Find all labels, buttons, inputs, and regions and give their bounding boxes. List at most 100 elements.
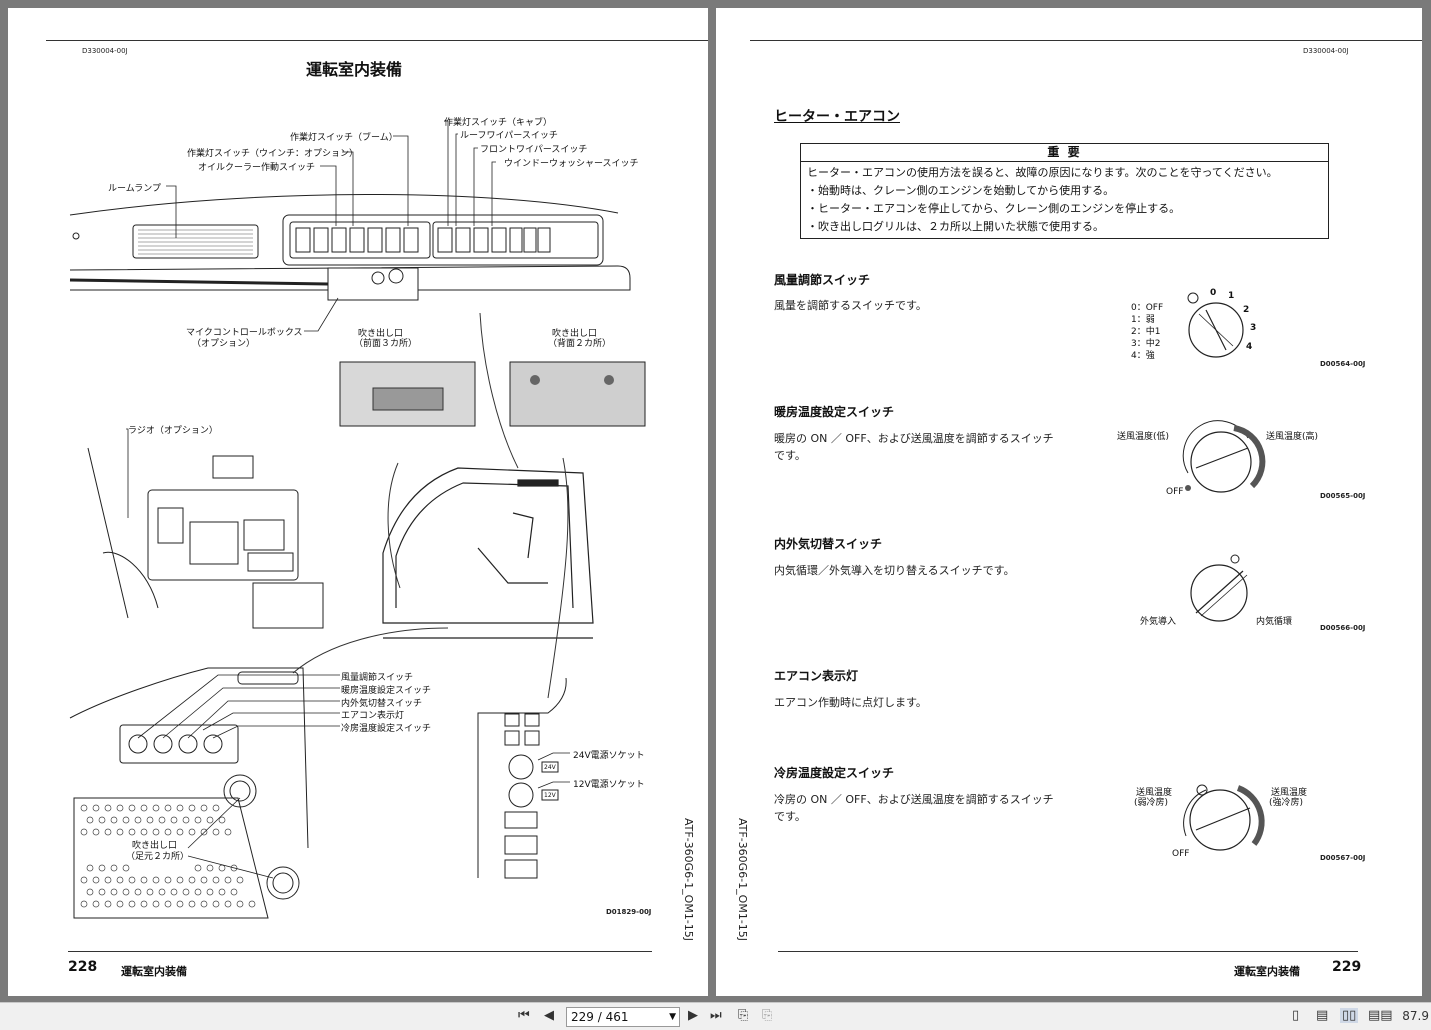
important-notice: 重 要 ヒーター・エアコンの使用方法を誤ると、故障の原因になります。次のことを守… xyxy=(800,143,1329,239)
label-air-switch: 内外気切替スイッチ xyxy=(341,699,423,709)
right-page: D330004-00J ヒーター・エアコン 重 要 ヒーター・エアコンの使用方法… xyxy=(716,8,1422,996)
cool-weak-label-sub: (弱冷房) xyxy=(1134,798,1169,808)
fan-legend: 4：強 xyxy=(1131,351,1155,361)
chevron-down-icon[interactable]: ▼ xyxy=(669,1012,676,1022)
prev-page-icon[interactable]: ◀ xyxy=(544,1008,554,1023)
label-fan-switch: 風量調節スイッチ xyxy=(341,673,414,683)
heat-high-label: 送風温度(高) xyxy=(1266,432,1319,442)
footer-title: 運転室内装備 xyxy=(1234,965,1300,978)
important-line: ・吹き出し口グリルは、２カ所以上開いた状態で使用する。 xyxy=(807,220,1104,233)
socket-panel-drawing xyxy=(477,677,567,879)
page-indicator: 229 / 461 xyxy=(571,1010,629,1024)
page-title: 運転室内装備 xyxy=(306,60,403,79)
fan-mark: 2 xyxy=(1243,305,1250,315)
label-micro-box: マイクコントロールボックス xyxy=(186,328,303,338)
console-drawing xyxy=(87,447,324,629)
heat-off-label: OFF xyxy=(1166,487,1184,497)
figure-code: D00564-00J xyxy=(1320,360,1366,368)
side-code: ATF-360G6-1_OM1-15J xyxy=(682,818,695,942)
important-line: ヒーター・エアコンの使用方法を誤ると、故障の原因になります。次のことを守ってくだ… xyxy=(807,166,1278,179)
section-heading: 冷房温度設定スイッチ xyxy=(774,766,895,780)
fan-mark: 3 xyxy=(1250,323,1257,333)
footer-rule xyxy=(778,951,1358,952)
cool-strong-label-sub: (強冷房) xyxy=(1269,798,1304,808)
fan-legend: 2：中1 xyxy=(1131,327,1161,337)
zoom-level[interactable]: 87.9 xyxy=(1402,1009,1429,1023)
page-number: 228 xyxy=(68,959,98,975)
next-page-icon[interactable]: ▶ xyxy=(688,1008,698,1023)
section-heading: 風量調節スイッチ xyxy=(774,273,871,287)
single-page-view-icon[interactable]: ▯ xyxy=(1292,1008,1300,1023)
page-number-input[interactable]: 229 / 461 ▼ xyxy=(566,1007,680,1027)
important-heading: 重 要 xyxy=(801,144,1328,162)
cool-off-label: OFF xyxy=(1172,849,1190,859)
figure-code: D00566-00J xyxy=(1320,624,1366,632)
label-room-lamp: ルームランプ xyxy=(108,184,162,194)
label-ac-lamp: エアコン表示灯 xyxy=(341,711,405,721)
heat-low-label: 送風温度(低) xyxy=(1117,432,1170,442)
section-heading: 内外気切替スイッチ xyxy=(774,537,883,551)
continuous-facing-view-icon[interactable]: ▤▤ xyxy=(1368,1008,1393,1023)
section-text: 冷房の ON ／ OFF、および送風温度を調節するスイッチです。 xyxy=(774,793,1054,823)
label-socket-24v: 24V電源ソケット xyxy=(573,751,645,761)
important-line: ・ヒーター・エアコンを停止してから、クレーン側のエンジンを停止する。 xyxy=(807,202,1181,215)
figure-code: D01829-00J xyxy=(606,908,652,916)
section-heading: 暖房温度設定スイッチ xyxy=(774,405,895,419)
footer-rule xyxy=(68,951,652,952)
label-vent-foot: 吹き出し口 xyxy=(132,841,178,851)
label-cool-switch: 冷房温度設定スイッチ xyxy=(341,724,432,734)
section-title: ヒーター・エアコン xyxy=(774,109,900,125)
first-page-icon[interactable]: ⏮ xyxy=(518,1008,530,1023)
page-number: 229 xyxy=(1332,959,1362,975)
label-vent-front-count: （前面３カ所） xyxy=(354,339,418,349)
section-text: 風量を調節するスイッチです。 xyxy=(774,299,927,312)
label-radio: ラジオ（オプション） xyxy=(128,426,218,436)
section-text: 内気循環／外気導入を切り替えるスイッチです。 xyxy=(774,564,1015,577)
last-page-icon[interactable]: ⏭ xyxy=(710,1008,722,1023)
header-rule xyxy=(46,40,708,41)
footer-title: 運転室内装備 xyxy=(121,965,187,978)
header-rule xyxy=(750,40,1422,41)
cool-weak-label: 送風温度 xyxy=(1136,788,1173,798)
cab-interior-illustration xyxy=(69,120,646,919)
figure-code: D00567-00J xyxy=(1320,854,1366,862)
air-knob-icon xyxy=(1190,554,1248,622)
perforated-floor xyxy=(80,804,256,908)
pdf-toolbar: ⏮ ◀ 229 / 461 ▼ ▶ ⏭ ⎘ ⎘ ▯ ▤ ▯▯ ▤▤ 87.9 xyxy=(0,1002,1431,1030)
section-text: 暖房の ON ／ OFF、および送風温度を調節するスイッチです。 xyxy=(774,432,1054,462)
facing-view-icon[interactable]: ▯▯ xyxy=(1340,1008,1359,1023)
air-outside-label: 外気導入 xyxy=(1140,617,1177,627)
doc-code: D330004-00J xyxy=(82,47,128,55)
cool-knob-icon xyxy=(1183,784,1265,851)
doc-code: D330004-00J xyxy=(1303,47,1349,55)
label-work-light-boom: 作業灯スイッチ（ブーム） xyxy=(290,133,398,143)
go-forward-icon[interactable]: ⎘ xyxy=(762,1008,773,1023)
figure-code: D00565-00J xyxy=(1320,492,1366,500)
air-inside-label: 内気循環 xyxy=(1256,617,1293,627)
document-viewer: D330004-00J 運転室内装備 xyxy=(0,0,1431,1002)
fan-legend: 1：弱 xyxy=(1131,315,1155,325)
fan-knob-icon xyxy=(1187,292,1244,358)
heat-knob-icon xyxy=(1182,420,1266,493)
continuous-view-icon[interactable]: ▤ xyxy=(1316,1008,1329,1023)
left-page: D330004-00J 運転室内装備 xyxy=(8,8,708,996)
fan-legend: 3：中2 xyxy=(1131,339,1161,349)
side-code: ATF-360G6-1_OM1-15J xyxy=(736,818,749,942)
label-window-washer: ウインドーウォッシャースイッチ xyxy=(504,159,639,169)
label-oil-cooler: オイルクーラー作動スイッチ xyxy=(198,163,316,173)
label-micro-box-option: （オプション） xyxy=(192,339,256,349)
cool-strong-label: 送風温度 xyxy=(1271,788,1308,798)
label-vent-back-count: （背面２カ所） xyxy=(548,339,612,349)
vent-back-photo xyxy=(509,361,646,427)
label-front-wiper: フロントワイパースイッチ xyxy=(480,145,588,155)
dashboard-drawing xyxy=(69,194,631,301)
label-work-light-cab: 作業灯スイッチ（キャブ） xyxy=(444,118,553,128)
label-vent-front: 吹き出し口 xyxy=(358,329,404,339)
important-line: ・始動時は、クレーン側のエンジンを始動してから使用する。 xyxy=(807,184,1115,197)
label-vent-foot-count: （足元２カ所） xyxy=(126,852,190,862)
label-roof-wiper: ルーフワイパースイッチ xyxy=(460,131,558,141)
fan-mark: 1 xyxy=(1228,291,1235,301)
switch-row xyxy=(295,227,551,253)
label-24v-marker: 24V xyxy=(544,764,556,771)
go-back-icon[interactable]: ⎘ xyxy=(738,1008,749,1023)
